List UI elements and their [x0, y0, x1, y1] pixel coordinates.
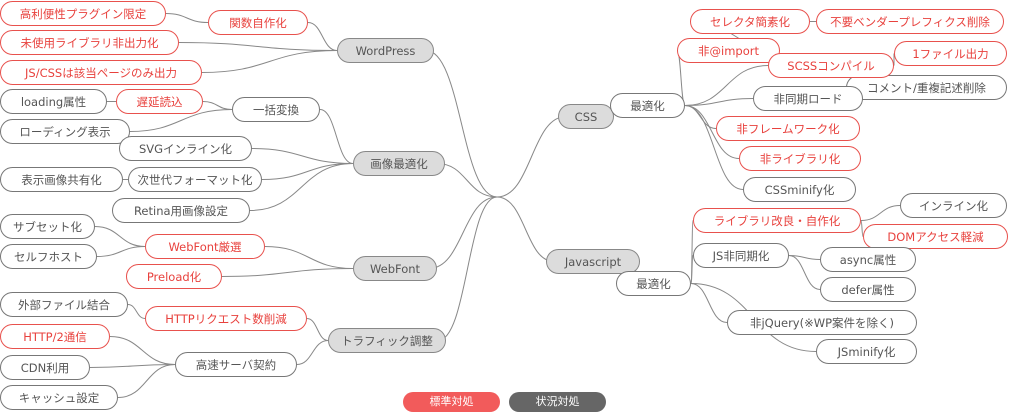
connector-wp	[425, 50, 498, 198]
connector-cdn	[89, 364, 176, 368]
connector-wfsel	[264, 246, 354, 269]
connector-combine	[127, 304, 146, 319]
node-loading-attr[interactable]: loading属性	[0, 89, 107, 114]
connector-preload	[221, 268, 354, 277]
legend-standard: 標準対処	[403, 392, 500, 412]
node-javascript[interactable]: Javascript	[546, 249, 640, 274]
node-webfont[interactable]: WebFont	[353, 256, 437, 281]
node-no-jquery[interactable]: 非jQuery(※WP案件を除く)	[727, 310, 917, 335]
node-wordpress[interactable]: WordPress	[337, 38, 434, 63]
connector-selfhost	[96, 246, 146, 257]
connector-plugin	[165, 13, 209, 23]
connector-ldview	[129, 109, 233, 132]
node-file-combine[interactable]: 外部ファイル結合	[0, 292, 128, 317]
node-webfont-select[interactable]: WebFont厳選	[145, 234, 265, 259]
node-loading-view[interactable]: ローディング表示	[0, 119, 130, 144]
connector-defer	[788, 255, 821, 290]
connector-subset	[94, 226, 146, 247]
node-lazy-load[interactable]: 遅延読込	[116, 89, 203, 114]
node-cdn[interactable]: CDN利用	[0, 355, 90, 380]
node-no-framework[interactable]: 非フレームワーク化	[716, 116, 860, 141]
connector-nojq	[690, 283, 728, 323]
connector-svg	[251, 148, 354, 164]
node-request-reduce[interactable]: HTTPリクエスト数削減	[145, 306, 307, 331]
node-retina[interactable]: Retina用画像設定	[112, 198, 250, 223]
connector-unused	[178, 42, 338, 51]
connector-lazy	[202, 101, 233, 110]
node-selfhost[interactable]: セルフホスト	[0, 244, 97, 269]
connector-traffic	[437, 196, 498, 341]
node-async-attr[interactable]: async属性	[820, 247, 916, 272]
node-js-minify[interactable]: JSminify化	[816, 339, 917, 364]
node-http2[interactable]: HTTP/2通信	[0, 324, 110, 349]
connector-scss	[684, 65, 769, 106]
connector-server	[296, 340, 329, 365]
node-preload[interactable]: Preload化	[126, 264, 222, 289]
node-comment-remove[interactable]: コメント/重複記述削除	[846, 75, 1007, 100]
node-defer-attr[interactable]: defer属性	[820, 277, 916, 302]
node-unused-lib[interactable]: 未使用ライブラリ非出力化	[0, 30, 179, 55]
connector-css	[496, 116, 567, 198]
connector-http2	[109, 336, 176, 365]
connector-inline	[860, 205, 901, 221]
node-cache[interactable]: キャッシュ設定	[0, 385, 118, 410]
connector-nofw	[684, 105, 717, 129]
node-async-load[interactable]: 非同期ロード	[753, 86, 863, 111]
connector-cache	[117, 364, 176, 398]
node-bulk-convert[interactable]: 一括変換	[232, 97, 320, 122]
node-subset[interactable]: サブセット化	[0, 214, 95, 239]
node-dom-reduce[interactable]: DOMアクセス軽減	[863, 224, 1008, 249]
connector-retina	[249, 163, 354, 211]
connector-img	[436, 163, 498, 198]
connector-js	[496, 196, 555, 262]
node-one-file[interactable]: 1ファイル出力	[894, 41, 1007, 66]
connector-cssmin	[684, 105, 744, 190]
connector-jsasync	[690, 255, 694, 284]
node-css-minify[interactable]: CSSminify化	[743, 177, 856, 202]
connector-asyncattr	[788, 255, 821, 260]
node-image-optimize[interactable]: 画像最適化	[353, 151, 445, 176]
connector-cssasync	[684, 98, 754, 106]
legend-situational: 状況対処	[509, 392, 606, 412]
node-fast-server[interactable]: 高速サーバ契約	[175, 352, 297, 377]
node-lib-improve[interactable]: ライブラリ改良・自作化	[693, 208, 861, 233]
node-func-custom[interactable]: 関数自作化	[208, 10, 308, 35]
node-plugin-limit[interactable]: 高利便性プラグイン限定	[0, 1, 166, 26]
node-js-optimize[interactable]: 最適化	[616, 271, 691, 296]
node-jscss-page[interactable]: JS/CSSは該当ページのみ出力	[0, 60, 202, 85]
connector-bulk	[319, 109, 354, 164]
node-inline[interactable]: インライン化	[900, 193, 1007, 218]
connector-dom	[860, 220, 864, 237]
node-nextgen-format[interactable]: 次世代フォーマット化	[128, 167, 262, 192]
node-shared-image[interactable]: 表示画像共有化	[0, 167, 123, 192]
connector-nextgen	[261, 163, 354, 180]
node-selector-simplify[interactable]: セレクタ簡素化	[690, 9, 810, 34]
node-scss[interactable]: SCSSコンパイル	[768, 53, 894, 78]
connector-reduce	[306, 318, 329, 341]
node-no-import[interactable]: 非@import	[677, 38, 780, 63]
connector-wf	[428, 196, 498, 269]
connector-func	[307, 22, 338, 51]
node-traffic[interactable]: トラフィック調整	[328, 328, 446, 353]
node-js-async[interactable]: JS非同期化	[693, 243, 789, 268]
node-css-optimize[interactable]: 最適化	[610, 93, 685, 118]
connector-jscss	[201, 50, 338, 73]
node-css[interactable]: CSS	[558, 104, 614, 129]
node-svg-inline[interactable]: SVGインライン化	[119, 136, 252, 161]
node-vendor-prefix[interactable]: 不要ベンダープレフィクス削除	[816, 9, 1004, 34]
node-no-library[interactable]: 非ライブラリ化	[739, 146, 861, 171]
